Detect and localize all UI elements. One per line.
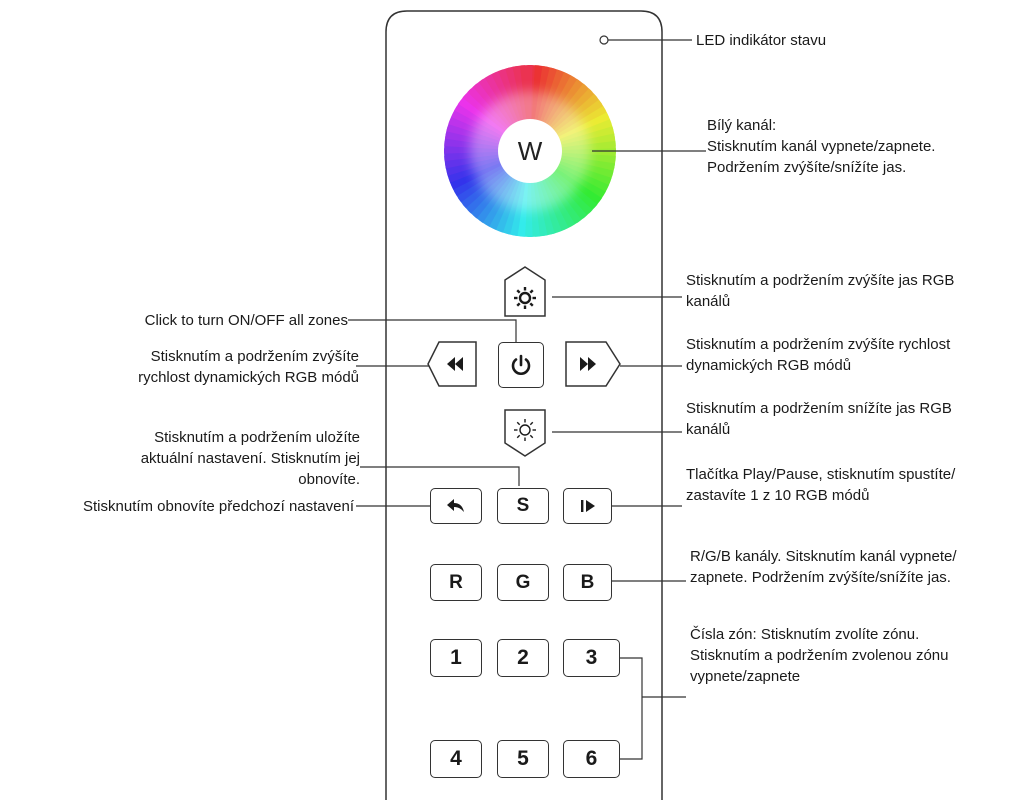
remote-body <box>385 10 663 800</box>
zone-6-button[interactable]: 6 <box>563 740 620 778</box>
zone-label: 1 <box>450 646 462 669</box>
zone-3-button[interactable]: 3 <box>563 639 620 677</box>
rgb-channels-label: R/G/B kanály. Sitsknutím kanál vypnete/z… <box>690 548 957 586</box>
sun-thin-icon <box>514 419 536 441</box>
fast-forward-icon <box>580 357 596 371</box>
zone-label: 4 <box>450 747 462 770</box>
brightness-up-shape <box>504 266 546 317</box>
zone-label: 2 <box>517 646 529 669</box>
sun-bold-icon <box>514 287 536 309</box>
led-indicator-label: LED indikátor stavu <box>696 32 827 49</box>
zones-label: Čísla zón: Stisknutím zvolíte zónu.Stisk… <box>690 626 949 685</box>
green-label: G <box>515 571 531 593</box>
play-pause-label: Tlačítka Play/Pause, stisknutím spustíte… <box>686 466 956 504</box>
red-label: R <box>449 571 463 593</box>
zone-4-button[interactable]: 4 <box>430 740 482 778</box>
speed-up-button[interactable] <box>566 342 620 386</box>
power-icon <box>511 354 531 375</box>
blue-channel-button[interactable]: B <box>563 564 612 601</box>
leader-lines <box>348 39 706 760</box>
red-channel-button[interactable]: R <box>430 564 482 601</box>
brightness-down-shape <box>504 409 546 457</box>
led-indicator <box>599 35 609 45</box>
restore-label: Stisknutím obnovíte předchozí nastavení <box>83 498 354 515</box>
power-button[interactable] <box>498 342 544 388</box>
white-channel-button[interactable]: W <box>498 119 562 183</box>
zone-label: 5 <box>517 747 529 770</box>
save-label: S <box>516 495 530 516</box>
play-pause-button[interactable] <box>563 488 612 524</box>
zone-1-button[interactable]: 1 <box>430 639 482 677</box>
rewind-icon <box>447 357 463 371</box>
white-channel-label: Bílý kanál:Stisknutím kanál vypnete/zapn… <box>707 117 936 176</box>
wheel-label: W <box>517 135 543 166</box>
brightness-up-button[interactable] <box>505 267 545 316</box>
zone-label: 6 <box>585 747 598 770</box>
zone-label: 3 <box>585 646 598 669</box>
speed-down-button[interactable] <box>428 342 476 386</box>
back-arrow-icon <box>447 499 464 512</box>
zone-2-button[interactable]: 2 <box>497 639 549 677</box>
green-channel-button[interactable]: G <box>497 564 549 601</box>
blue-label: B <box>580 571 595 593</box>
save-button[interactable]: S <box>497 488 549 524</box>
brightness-down-button[interactable] <box>505 410 545 456</box>
restore-button[interactable] <box>430 488 482 524</box>
zone-5-button[interactable]: 5 <box>497 740 549 778</box>
power-label: Click to turn ON/OFF all zones <box>144 312 348 329</box>
play-pause-icon <box>580 500 595 512</box>
